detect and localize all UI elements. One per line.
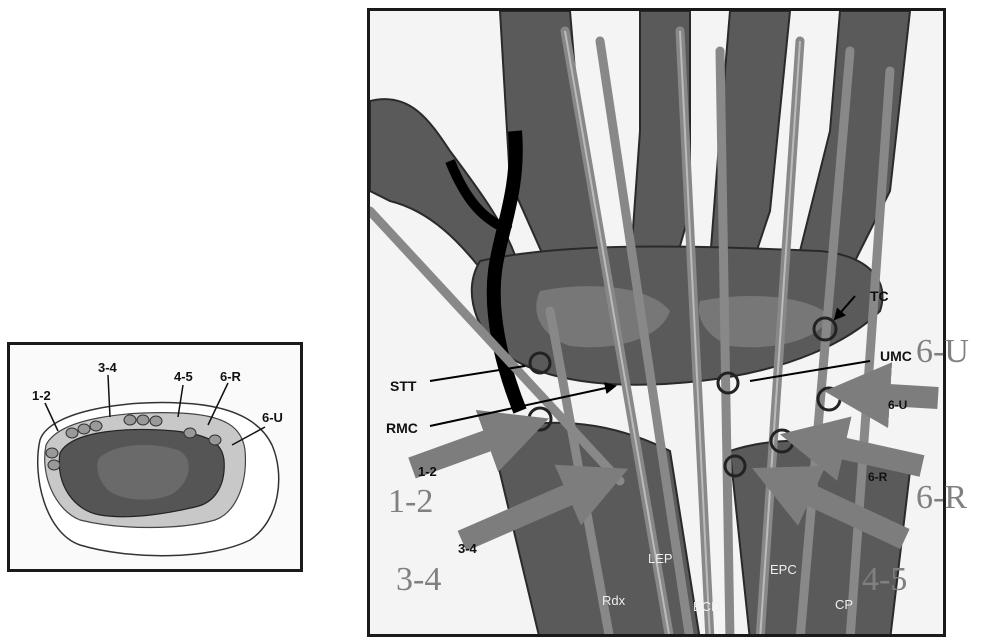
portal-label-6-r: 6-R: [916, 479, 967, 516]
portal-label-6-u: 6-U: [916, 333, 969, 370]
portal-label-1-2: 1-2: [388, 483, 433, 520]
portal-label-4-5: 4-5: [862, 561, 907, 598]
portal-label-3-4: 3-4: [396, 561, 441, 598]
